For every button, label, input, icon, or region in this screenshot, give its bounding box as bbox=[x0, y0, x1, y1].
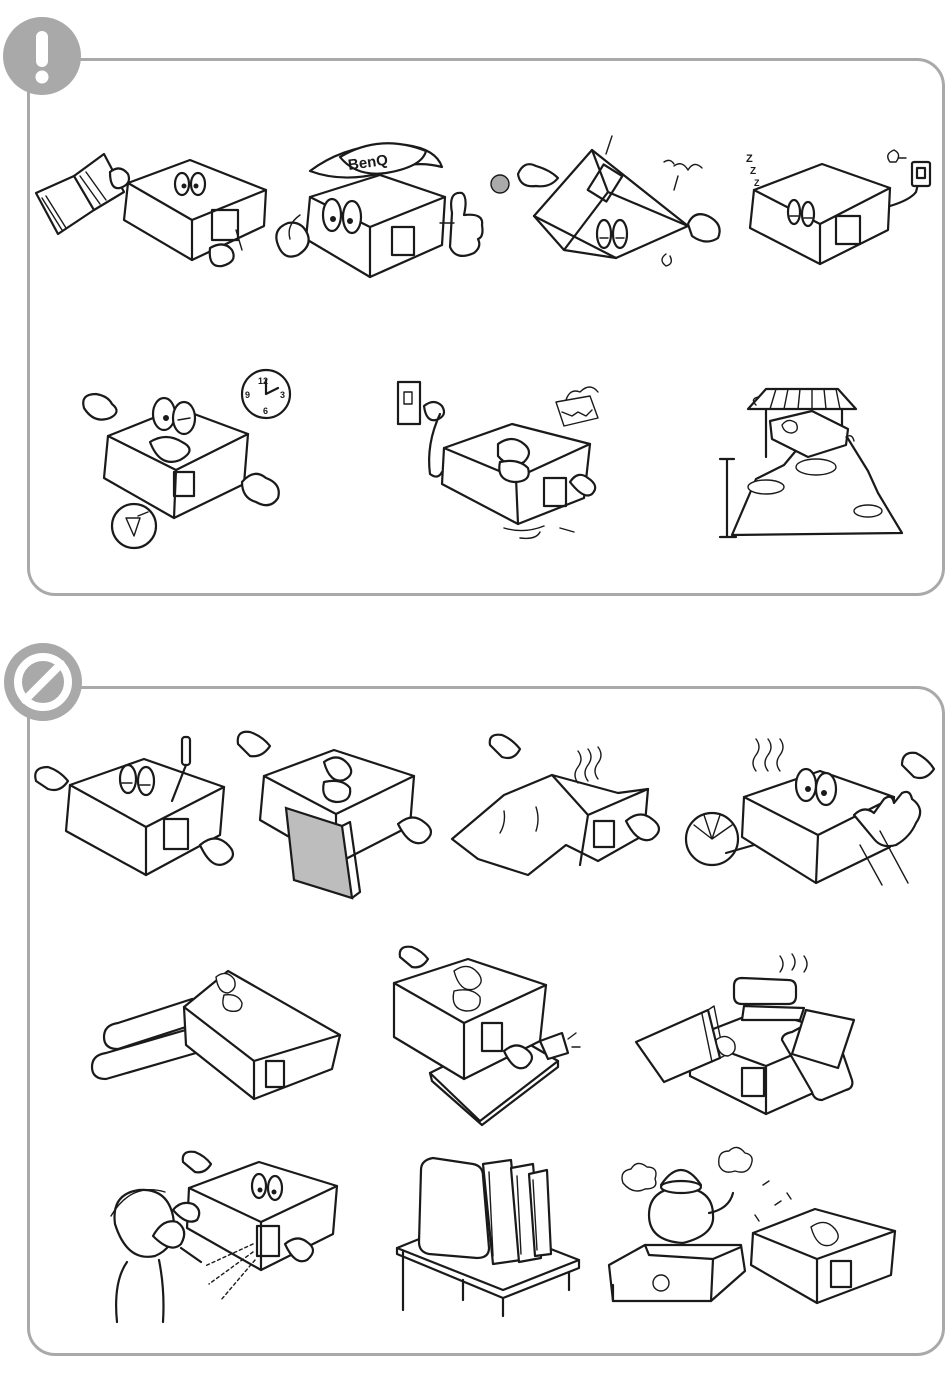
handle-gently-illustration bbox=[488, 130, 736, 280]
clock-6: 6 bbox=[263, 406, 268, 416]
high-altitude-illustration bbox=[712, 375, 912, 543]
svg-text:Z: Z bbox=[746, 153, 753, 165]
tilted-surface-illustration bbox=[390, 945, 600, 1125]
no-heat-source-illustration bbox=[605, 1135, 900, 1305]
clock-3: 3 bbox=[280, 390, 285, 400]
prohibition-icon bbox=[4, 643, 82, 721]
clock-9: 9 bbox=[245, 390, 250, 400]
brand-cap-illustration: BenQ bbox=[270, 135, 500, 280]
svg-text:Z: Z bbox=[750, 166, 756, 177]
unplug-safely-illustration bbox=[394, 378, 619, 546]
no-touching-vent-illustration bbox=[684, 735, 944, 890]
unstable-surface-illustration bbox=[88, 965, 343, 1105]
no-stacking-illustration bbox=[632, 950, 870, 1120]
no-disassembly-illustration bbox=[32, 735, 254, 880]
usage-time-illustration: 12 3 6 9 bbox=[78, 368, 308, 553]
no-covering-illustration bbox=[448, 735, 680, 875]
no-looking-into-lens-illustration bbox=[97, 1148, 342, 1323]
no-enclosed-space-illustration bbox=[393, 1150, 581, 1318]
read-manual-illustration bbox=[32, 148, 272, 273]
no-obstruction-illustration bbox=[234, 728, 446, 903]
svg-text:Z: Z bbox=[754, 178, 760, 188]
warning-exclamation-icon bbox=[3, 17, 81, 95]
